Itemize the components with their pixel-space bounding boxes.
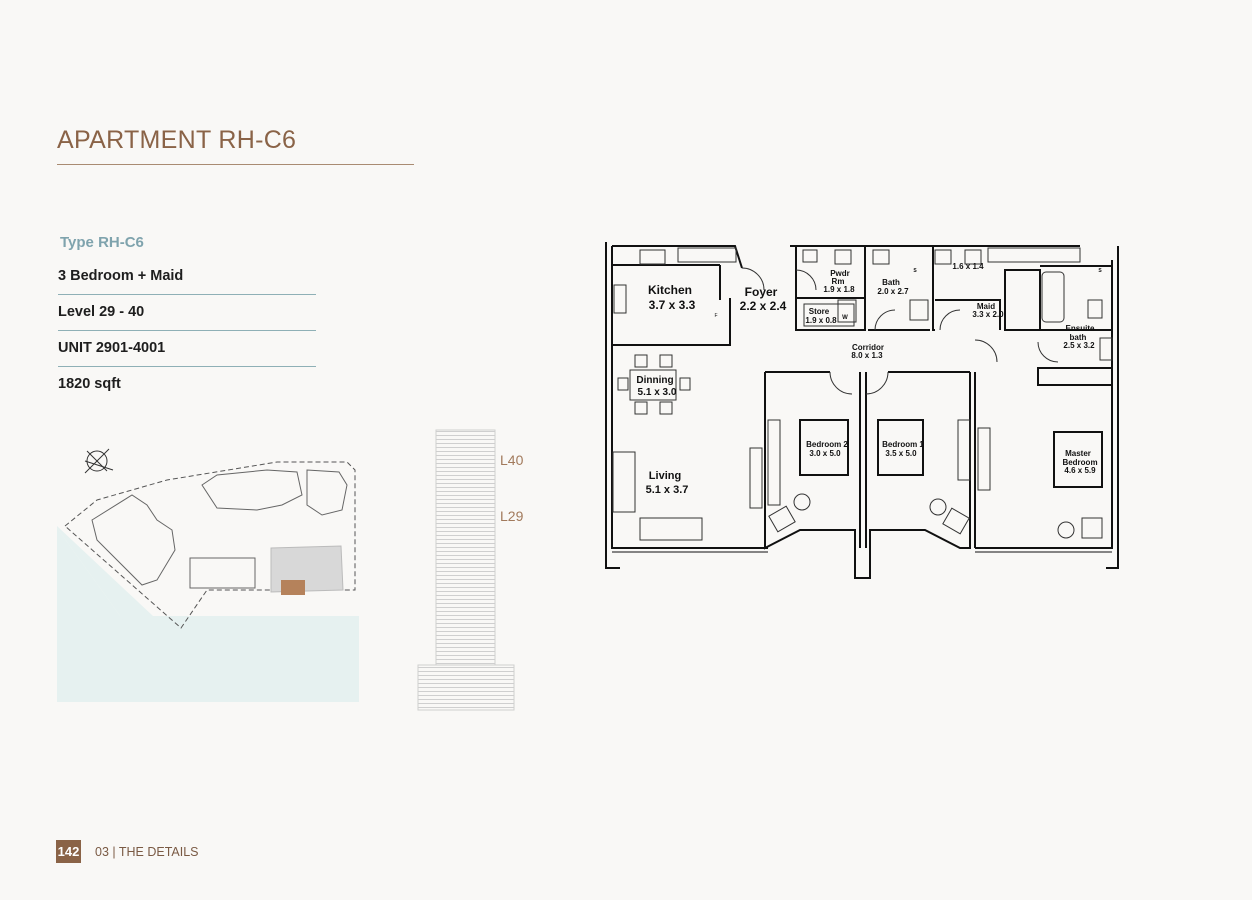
shower-label: S (1098, 268, 1102, 274)
building-outline (306, 469, 348, 516)
fridge-label: F (714, 313, 717, 319)
site-plan (57, 448, 359, 702)
maid-label: Maid (977, 302, 995, 311)
pwdr-label-2: Rm (832, 277, 845, 286)
dinning-label: Dinning (636, 375, 673, 386)
kitchen-size: 3.7 x 3.3 (649, 298, 696, 312)
title-divider (57, 164, 414, 165)
corridor-label: Corridor (852, 343, 884, 352)
store-size: 1.9 x 0.8 (805, 316, 837, 325)
exterior-wall (605, 242, 620, 569)
bed (877, 419, 924, 476)
level-bottom-label: L29 (500, 508, 524, 524)
kitchen-label: Kitchen (648, 283, 692, 297)
spec-divider (58, 366, 316, 367)
maid-size: 3.3 x 2.0 (972, 310, 1004, 319)
tower-podium (417, 664, 515, 711)
bedroom1-label: Bedroom 1 (882, 440, 924, 449)
exterior-wall (611, 246, 768, 549)
tower-shaft (435, 429, 496, 666)
ensuite-size: 2.5 x 3.2 (1063, 341, 1095, 350)
shower-label: S (913, 268, 917, 274)
bedroom1-size: 3.5 x 5.0 (885, 449, 917, 458)
corridor-size: 8.0 x 1.3 (851, 351, 883, 360)
unit-highlight (281, 580, 305, 595)
maid-bath-size: 1.6 x 1.4 (952, 262, 984, 271)
bed (799, 419, 849, 476)
floor-plan: Kitchen 3.7 x 3.3 Foyer 2.2 x 2.4 Pwdr R… (605, 242, 1119, 579)
compass-icon (84, 448, 114, 474)
bed (1053, 431, 1103, 488)
foyer-size: 2.2 x 2.4 (740, 299, 787, 313)
spec-divider (58, 294, 316, 295)
dinning-size: 5.1 x 3.0 (638, 387, 677, 398)
page-number: 142 (56, 840, 81, 863)
level-top-label: L40 (500, 452, 524, 468)
unit-type: Type RH-C6 (60, 234, 144, 251)
pwdr-size: 1.9 x 1.8 (823, 285, 855, 294)
building-outline (189, 557, 256, 589)
washer-label: W (842, 315, 848, 321)
bedroom2-label: Bedroom 2 (806, 440, 848, 449)
ensuite-label: Ensuite (1066, 324, 1095, 333)
unit-range: UNIT 2901-4001 (58, 340, 166, 356)
bath-label: Bath (882, 278, 900, 287)
bedroom2-size: 3.0 x 5.0 (809, 449, 841, 458)
section-label: 03 | THE DETAILS (95, 845, 199, 859)
spec-divider (58, 330, 316, 331)
exterior-wall (1106, 246, 1119, 569)
master-label: Master (1065, 449, 1091, 458)
building-outline (91, 494, 176, 586)
sofa (639, 517, 703, 541)
tower-elevation: L40 L29 (417, 429, 524, 711)
dining-table (629, 369, 677, 401)
unit-area: 1820 sqft (58, 376, 121, 392)
building-outline (201, 469, 303, 511)
level-range: Level 29 - 40 (58, 304, 145, 320)
sofa (612, 451, 636, 513)
ensuite-label-2: bath (1070, 333, 1087, 342)
pwdr-label: Pwdr (830, 269, 850, 278)
bath-size: 2.0 x 2.7 (877, 287, 909, 296)
living-size: 5.1 x 3.7 (646, 484, 689, 496)
living-label: Living (649, 470, 681, 482)
foyer-label: Foyer (745, 285, 778, 299)
page-title: APARTMENT RH-C6 (57, 126, 297, 154)
bedroom-count: 3 Bedroom + Maid (58, 268, 184, 284)
master-label-2: Bedroom (1062, 458, 1097, 467)
store-label: Store (809, 307, 830, 316)
master-size: 4.6 x 5.9 (1064, 466, 1096, 475)
